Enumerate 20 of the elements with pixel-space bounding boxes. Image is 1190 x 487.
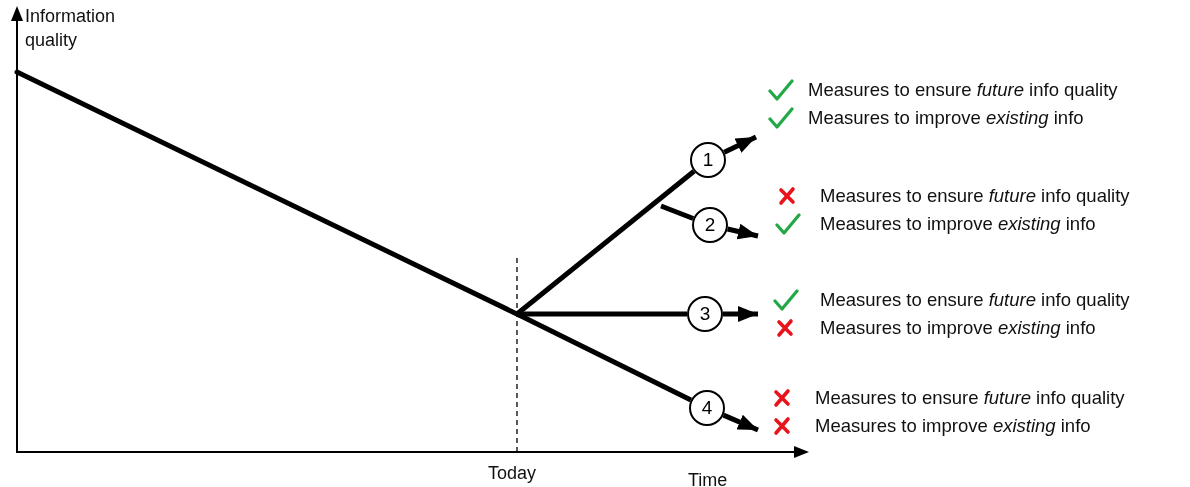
axis-label: Information quality <box>25 5 117 52</box>
measure-text: Measures to ensure future info quality <box>815 386 1125 410</box>
branch-line <box>660 203 695 221</box>
number-circle: 2 <box>692 207 728 243</box>
arrow <box>722 412 759 433</box>
measure-text: Measures to improve existing info <box>808 106 1084 130</box>
number-circle: 4 <box>689 390 725 426</box>
axis-label: Time <box>688 469 729 487</box>
measure-text: Measures to improve existing info <box>820 212 1096 236</box>
number-circle: 1 <box>690 142 726 178</box>
measure-text: Measures to improve existing info <box>820 316 1096 340</box>
arrow <box>727 223 759 240</box>
measure-text: Measures to ensure future info quality <box>820 288 1130 312</box>
arrow <box>723 306 758 322</box>
axis-label: Today <box>488 462 538 485</box>
arrow <box>723 134 758 155</box>
measure-text: Measures to ensure future info quality <box>820 184 1130 208</box>
number-circle: 3 <box>687 296 723 332</box>
measure-text: Measures to ensure future info quality <box>808 78 1118 102</box>
measure-text: Measures to improve existing info <box>815 414 1091 438</box>
